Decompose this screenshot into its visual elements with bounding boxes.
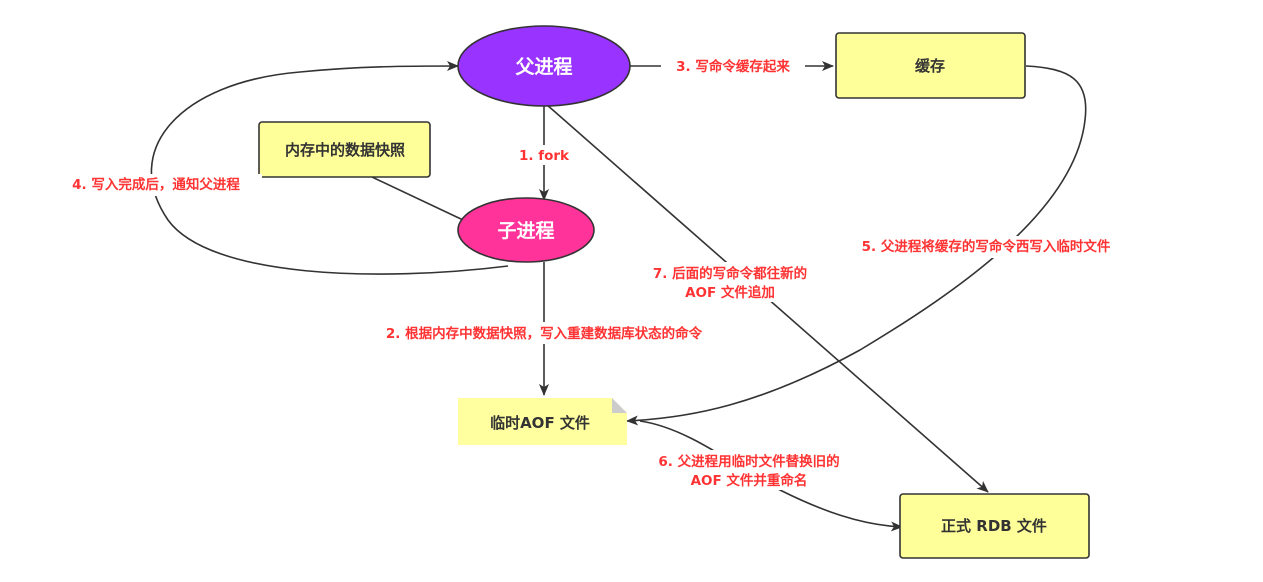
node-child-process[interactable]: 子进程	[457, 197, 595, 263]
note-fold-icon	[612, 398, 627, 413]
memory-snapshot-shape	[258, 121, 431, 178]
node-temp-aof-file[interactable]: 临时AOF 文件	[458, 398, 627, 445]
parent-process-label: 父进程	[514, 56, 572, 78]
rdb-file-label: 正式 RDB 文件	[941, 517, 1047, 535]
label-flush-buffer: 5. 父进程将缓存的写命令西写入临时文件	[862, 238, 1111, 255]
label-cache-commands-group: 3. 写命令缓存起来	[661, 56, 805, 76]
label-replace-rename-group: 6. 父进程用临时文件替换旧的 AOF 文件并重命名	[634, 450, 864, 490]
label-append-new-line1: 7. 后面的写命令都往新的	[653, 265, 807, 282]
edge-notify-parent-line	[150, 61, 509, 275]
label-append-new-line2: AOF 文件追加	[685, 284, 775, 301]
label-replace-rename-line1: 6. 父进程用临时文件替换旧的	[658, 453, 839, 470]
label-write-snapshot: 2. 根据内存中数据快照，写入重建数据库状态的命令	[386, 325, 703, 342]
label-cache-commands-bg	[661, 56, 805, 76]
parent-process-shape	[457, 25, 631, 107]
edge-flush-buffer-line	[626, 65, 1087, 426]
label-fork: 1. fork	[519, 148, 570, 164]
buffer-shape	[835, 32, 1026, 99]
label-fork-group: 1. fork	[514, 145, 574, 165]
node-parent-process[interactable]: 父进程	[457, 25, 631, 107]
node-memory-snapshot[interactable]: 内存中的数据快照	[258, 121, 431, 178]
label-cache-commands: 3. 写命令缓存起来	[676, 58, 790, 75]
child-process-label: 子进程	[497, 220, 554, 242]
label-write-snapshot-bg	[343, 322, 745, 344]
label-replace-rename-bg	[634, 450, 864, 490]
rdb-file-shape	[899, 493, 1090, 559]
edge-notify-parent	[150, 61, 509, 275]
label-notify-parent: 4. 写入完成后，通知父进程	[72, 176, 240, 193]
edge-flush-buffer	[626, 65, 1087, 426]
label-append-new-bg	[644, 262, 816, 302]
label-append-new-group: 7. 后面的写命令都往新的 AOF 文件追加	[644, 262, 816, 302]
node-rdb-file[interactable]: 正式 RDB 文件	[899, 493, 1090, 559]
label-notify-parent-group: 4. 写入完成后，通知父进程	[50, 174, 262, 196]
label-flush-buffer-bg	[828, 236, 1144, 258]
label-replace-rename-line2: AOF 文件并重命名	[691, 472, 808, 489]
temp-aof-shape	[458, 398, 627, 445]
label-write-snapshot-group: 2. 根据内存中数据快照，写入重建数据库状态的命令	[343, 322, 745, 344]
label-notify-parent-bg	[50, 174, 262, 196]
temp-aof-label: 临时AOF 文件	[490, 414, 590, 432]
label-flush-buffer-group: 5. 父进程将缓存的写命令西写入临时文件	[828, 236, 1144, 258]
child-process-shape	[457, 197, 595, 263]
buffer-label: 缓存	[915, 57, 945, 75]
memory-snapshot-label: 内存中的数据快照	[285, 141, 405, 159]
node-buffer[interactable]: 缓存	[835, 32, 1026, 99]
label-fork-bg	[514, 145, 574, 165]
